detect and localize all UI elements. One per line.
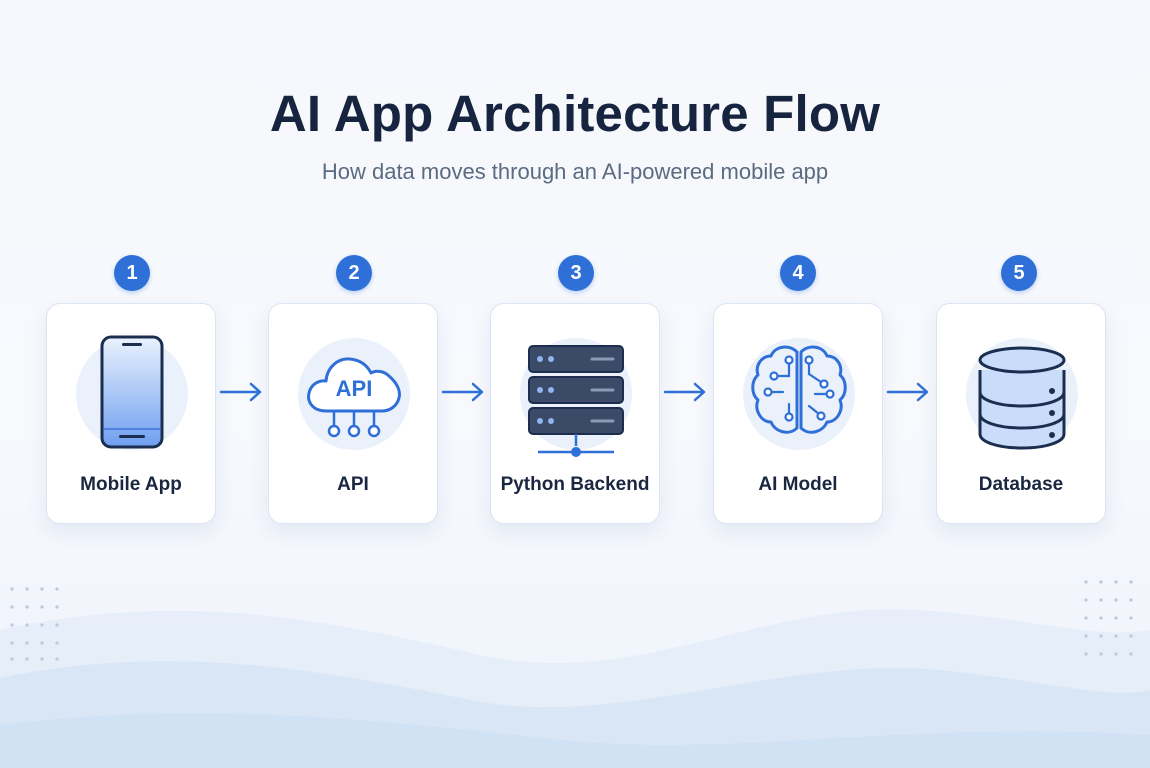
arrow-right-icon — [441, 382, 484, 402]
arrow-right-icon — [886, 382, 929, 402]
database-icon — [978, 346, 1066, 450]
step-badge-3: 3 — [558, 255, 594, 291]
step-card-mobile-app: Mobile App — [46, 303, 216, 524]
step-label-ai-model: AI Model — [758, 474, 838, 495]
diagram-title: AI App Architecture Flow — [269, 85, 881, 142]
step-card-api: API API — [268, 303, 438, 524]
brain-circuit-icon — [751, 345, 847, 434]
step-badge-5: 5 — [1001, 255, 1037, 291]
arrow-right-icon — [219, 382, 262, 402]
smartphone-icon — [100, 335, 164, 449]
dot-pattern-left — [10, 587, 59, 661]
step-label-mobile-app: Mobile App — [80, 474, 182, 495]
dot-pattern-right — [1084, 580, 1133, 656]
icon-halo — [743, 338, 855, 450]
diagram-subtitle: How data moves through an AI-powered mob… — [321, 159, 829, 184]
background-waves — [0, 609, 1150, 768]
step-badge-2: 2 — [336, 255, 372, 291]
api-cloud-icon: API — [307, 357, 401, 438]
api-icon-text: API — [336, 376, 373, 401]
step-label-python-backend: Python Backend — [500, 474, 650, 495]
step-label-database: Database — [978, 474, 1064, 495]
step-card-ai-model: AI Model — [713, 303, 883, 524]
step-card-database: Database — [936, 303, 1106, 524]
server-stack-icon — [528, 345, 624, 457]
step-label-api: API — [337, 474, 369, 495]
arrow-right-icon — [663, 382, 706, 402]
step-badge-1: 1 — [114, 255, 150, 291]
step-card-python-backend: Python Backend — [490, 303, 660, 524]
step-badge-4: 4 — [780, 255, 816, 291]
